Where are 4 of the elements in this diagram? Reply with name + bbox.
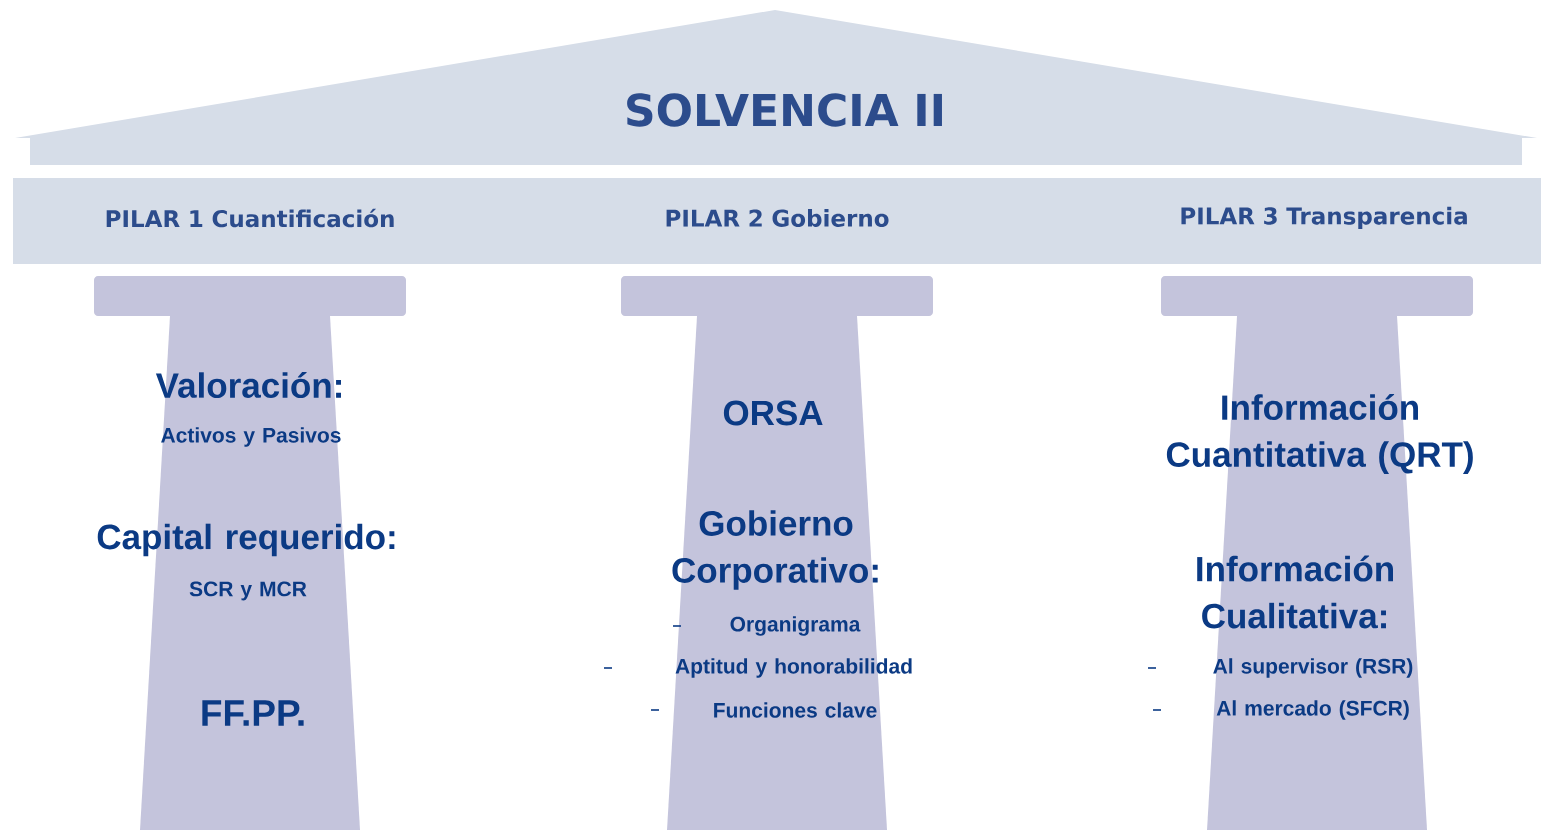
roof-title: SOLVENCIA II [627,93,942,127]
pillar-heading: PILAR 3 Transparencia [1181,206,1467,230]
pillar-heading: PILAR 2 Gobierno [666,209,889,227]
pillar-heading: PILAR 1 Cuantificación [106,208,394,228]
